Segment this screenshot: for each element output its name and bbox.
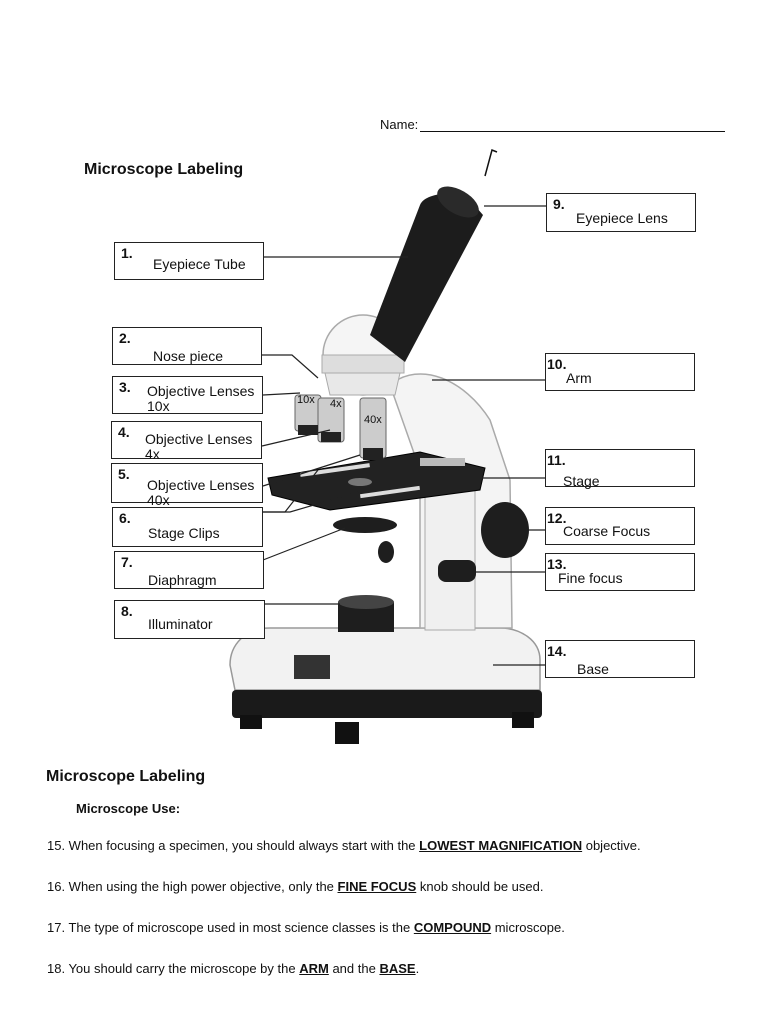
lens-mark-40x: 40x: [364, 414, 382, 426]
label-box-7: 7. Diaphragm: [114, 551, 264, 589]
label-text: Diaphragm: [148, 572, 217, 588]
label-text: Arm: [566, 370, 592, 386]
name-label: Name:: [380, 117, 419, 132]
label-number: 10.: [547, 356, 567, 372]
label-number: 9.: [553, 196, 565, 212]
question-15: 15. When focusing a specimen, you should…: [47, 838, 641, 853]
question-text: and the: [328, 961, 380, 976]
label-number: 6.: [119, 510, 131, 526]
label-number: 12.: [547, 510, 567, 526]
label-number: 11.: [547, 452, 566, 468]
label-text: Stage: [563, 473, 600, 489]
answer-text: FINE FOCUS: [337, 879, 417, 894]
label-number: 3.: [119, 379, 131, 395]
label-text: Fine focus: [558, 570, 623, 586]
label-box-8: 8. Illuminator: [114, 600, 265, 639]
question-18: 18. You should carry the microscope by t…: [47, 961, 419, 976]
label-text: Objective Lenses 4x: [145, 431, 253, 462]
question-text: microscope.: [491, 920, 565, 935]
label-text: Stage Clips: [148, 525, 220, 541]
label-number: 1.: [121, 245, 133, 261]
question-text: knob should be used.: [416, 879, 544, 894]
label-text: Eyepiece Tube: [153, 256, 246, 272]
label-box-3: 3. Objective Lenses 10x: [112, 376, 263, 414]
label-box-5: 5. Objective Lenses 40x: [111, 463, 263, 508]
label-box-4: 4. Objective Lenses 4x: [111, 421, 262, 462]
label-box-13: 13. Fine focus: [545, 553, 695, 591]
name-field-line[interactable]: [420, 131, 725, 132]
label-number: 13.: [547, 556, 567, 572]
answer-text: COMPOUND: [413, 920, 492, 935]
label-text: Base: [577, 661, 609, 677]
section-title: Microscope Labeling: [46, 768, 206, 785]
lens-mark-10x: 10x: [297, 394, 315, 406]
question-17: 17. The type of microscope used in most …: [47, 920, 565, 935]
label-box-1: 1. Eyepiece Tube: [114, 242, 264, 280]
label-box-2: 2. Nose piece: [112, 327, 262, 365]
question-16: 16. When using the high power objective,…: [47, 879, 543, 894]
label-number: 2.: [119, 330, 131, 346]
label-number: 8.: [121, 603, 133, 619]
label-number: 14.: [547, 643, 567, 659]
question-text: 15. When focusing a specimen, you should…: [47, 838, 420, 853]
label-number: 5.: [118, 466, 130, 482]
question-text: 16. When using the high power objective,…: [47, 879, 338, 894]
microscope-illustration: [229, 148, 547, 744]
label-text: Objective Lenses 40x: [147, 477, 255, 508]
answer-text: ARM: [299, 961, 329, 976]
question-text: 18. You should carry the microscope by t…: [47, 961, 300, 976]
label-box-9: 9. Eyepiece Lens: [546, 193, 696, 232]
label-number: 7.: [121, 554, 133, 570]
label-text: Illuminator: [148, 616, 213, 632]
section-subtitle: Microscope Use:: [76, 801, 181, 816]
label-box-14: 14. Base: [545, 640, 695, 678]
label-box-11: 11. Stage: [545, 449, 695, 489]
answer-text: LOWEST MAGNIFICATION: [419, 838, 583, 853]
lens-mark-4x: 4x: [330, 398, 342, 410]
answer-text: BASE: [379, 961, 416, 976]
label-box-6: 6. Stage Clips: [112, 507, 263, 547]
label-number: 4.: [118, 424, 130, 440]
diagram-title: Microscope Labeling: [84, 161, 244, 178]
label-text: Nose piece: [153, 348, 224, 364]
label-box-10: 10. Arm: [545, 353, 695, 391]
label-text: Eyepiece Lens: [576, 210, 668, 226]
question-text: 17. The type of microscope used in most …: [47, 920, 414, 935]
label-text: Coarse Focus: [563, 523, 651, 539]
label-text: Objective Lenses 10x: [147, 383, 255, 414]
label-box-12: 12. Coarse Focus: [545, 507, 695, 545]
question-text: .: [415, 961, 420, 976]
question-text: objective.: [582, 838, 641, 853]
